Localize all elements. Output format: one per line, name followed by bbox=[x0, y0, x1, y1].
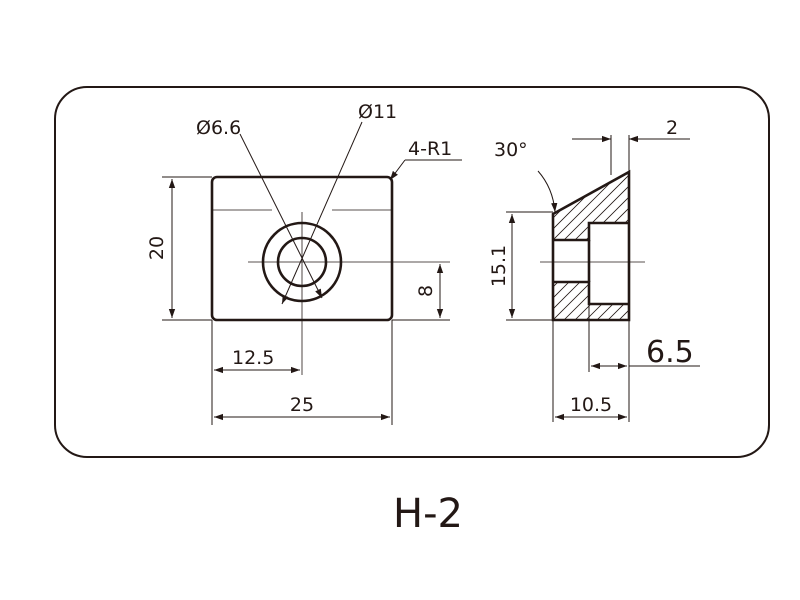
counterbore-section bbox=[553, 221, 629, 306]
hole-center-label: 12.5 bbox=[232, 347, 274, 369]
small-hole-dia-label: Ø6.6 bbox=[196, 117, 241, 139]
width-label: 25 bbox=[290, 394, 314, 416]
side-dimensions bbox=[506, 135, 700, 422]
side-height-label: 15.1 bbox=[488, 245, 510, 287]
large-hole-leader bbox=[281, 121, 363, 305]
height-label: 20 bbox=[146, 236, 168, 260]
radius-leader bbox=[389, 159, 406, 181]
front-dimensions bbox=[162, 176, 450, 425]
hatch-bottom bbox=[553, 282, 629, 320]
large-hole-dia-label: Ø11 bbox=[358, 101, 397, 123]
corner-radius-label: 4-R1 bbox=[408, 138, 452, 160]
drawing-frame bbox=[54, 86, 770, 458]
front-view bbox=[210, 121, 462, 375]
part-label: H-2 bbox=[393, 491, 463, 537]
hole-offset-label: 8 bbox=[415, 285, 437, 297]
hatch-top bbox=[553, 172, 629, 240]
side-width-label: 10.5 bbox=[570, 394, 612, 416]
chamfer-angle-arc bbox=[537, 170, 558, 213]
chamfer-angle-label: 30° bbox=[494, 139, 528, 161]
counterbore-depth-label: 6.5 bbox=[646, 335, 694, 370]
chamfer-width-label: 2 bbox=[666, 117, 678, 139]
small-hole-leader bbox=[239, 133, 323, 299]
